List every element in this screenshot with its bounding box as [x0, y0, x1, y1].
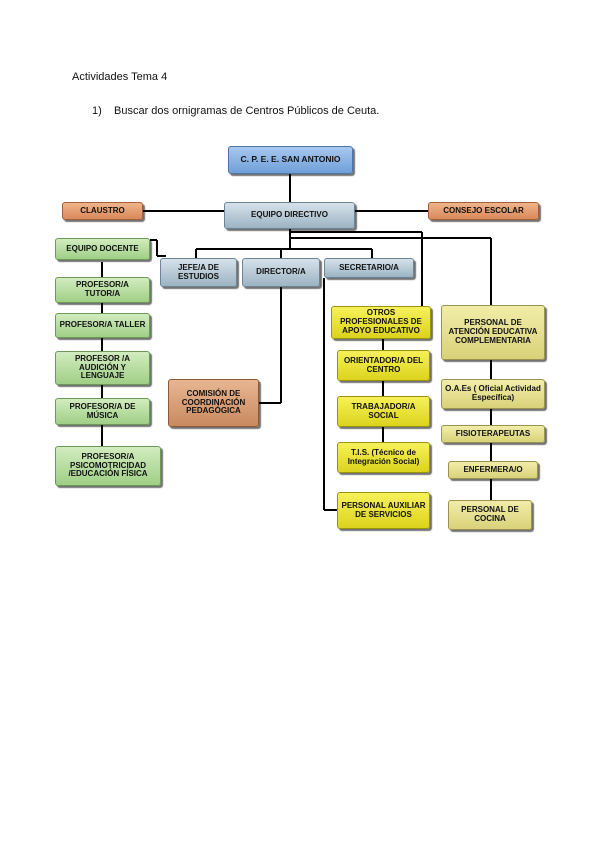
box-secretario: SECRETARIO/A — [324, 258, 414, 278]
box-fisioterapeutas: FISIOTERAPEUTAS — [441, 425, 545, 443]
box-equipo-directivo: EQUIPO DIRECTIVO — [224, 202, 355, 229]
page-heading: Actividades Tema 4 — [72, 71, 168, 83]
box-school: C. P. E. E. SAN ANTONIO — [228, 146, 353, 174]
box-profesor-taller: PROFESOR/A TALLER — [55, 313, 150, 338]
box-profesor-musica: PROFESOR/A DE MÚSICA — [55, 398, 150, 425]
box-jefe-estudios: JEFE/A DE ESTUDIOS — [160, 258, 237, 287]
activity-item: 1) Buscar dos ornigramas de Centros Públi… — [92, 105, 379, 117]
box-equipo-docente: EQUIPO DOCENTE — [55, 238, 150, 260]
box-claustro: CLAUSTRO — [62, 202, 143, 220]
box-personal-atencion: PERSONAL DE ATENCIÓN EDUCATIVA COMPLEMEN… — [441, 305, 545, 360]
box-tis: T.I.S. (Técnico de Integración Social) — [337, 442, 430, 473]
box-director: DIRECTOR/A — [242, 258, 320, 287]
box-personal-auxiliar: PERSONAL AUXILIAR DE SERVICIOS — [337, 492, 430, 529]
box-profesor-audicion: PROFESOR /A AUDICIÓN Y LENGUAJE — [55, 351, 150, 385]
box-consejo-escolar: CONSEJO ESCOLAR — [428, 202, 539, 220]
box-enfermero: ENFERMERA/O — [448, 461, 538, 479]
box-otros-profesionales: OTROS PROFESIONALES DE APOYO EDUCATIVO — [331, 306, 431, 339]
box-personal-cocina: PERSONAL DE COCINA — [448, 500, 532, 530]
box-profesor-tutor: PROFESOR/A TUTOR/A — [55, 277, 150, 303]
item-number: 1) — [92, 105, 102, 117]
box-orientador: ORIENTADOR/A DEL CENTRO — [337, 350, 430, 381]
box-trabajador-social: TRABAJADOR/A SOCIAL — [337, 396, 430, 427]
box-oaes: O.A.Es ( Oficial Actividad Específica) — [441, 379, 545, 409]
item-text: Buscar dos ornigramas de Centros Público… — [114, 105, 380, 117]
box-profesor-psicomotricidad: PROFESOR/A PSICOMOTRICIDAD /EDUCACIÓN FÍ… — [55, 446, 161, 486]
box-comision: COMISIÓN DE COORDINACIÓN PEDAGÓGICA — [168, 379, 259, 427]
